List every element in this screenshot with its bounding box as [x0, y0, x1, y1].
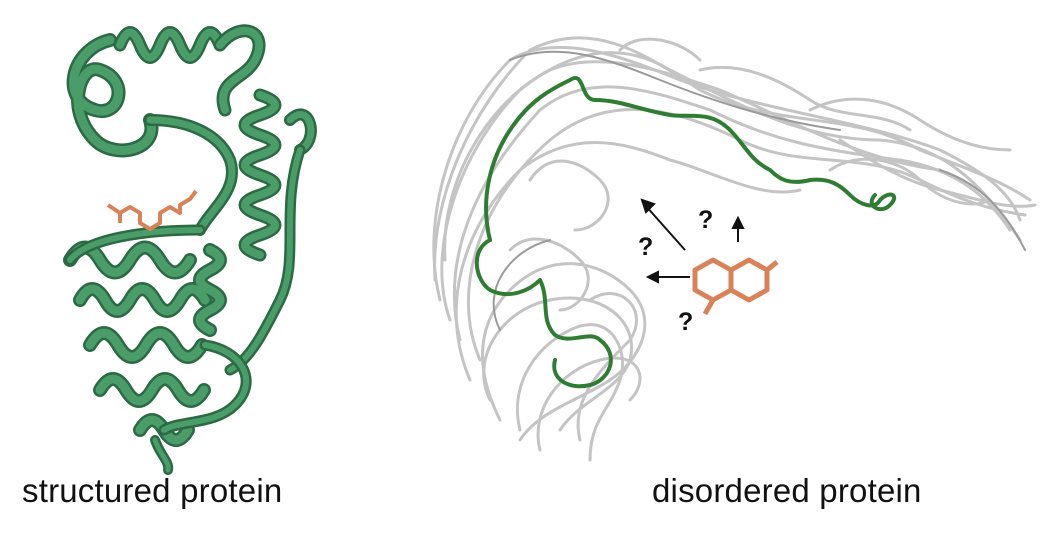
ligand-molecule [106, 189, 198, 231]
highlighted-conformation [474, 75, 897, 389]
ligand-molecule [692, 257, 779, 316]
question-mark: ? [678, 308, 693, 336]
disordered-protein-illustration: ? ? ? [432, 36, 1037, 462]
binding-arrows [640, 198, 745, 284]
structured-protein-panel: structured protein [0, 0, 380, 534]
question-mark: ? [638, 233, 653, 261]
disordered-protein-caption: disordered protein [652, 472, 922, 509]
disordered-protein-panel: ? ? ? disordered protein [380, 0, 1050, 534]
conformational-ensemble [432, 36, 1037, 462]
question-mark: ? [698, 206, 713, 234]
structured-protein-illustration [63, 24, 317, 475]
structured-protein-caption: structured protein [22, 472, 283, 509]
